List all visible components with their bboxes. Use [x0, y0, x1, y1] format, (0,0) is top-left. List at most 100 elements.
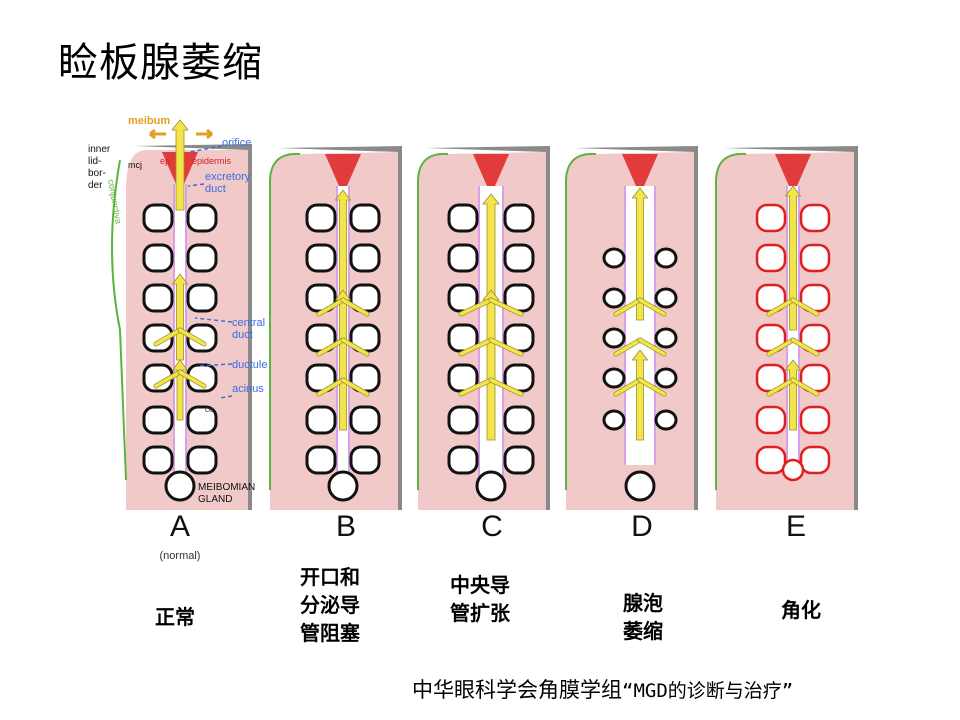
- ductule-arrow: [178, 370, 206, 388]
- gland-panel-a: [111, 119, 252, 510]
- ductule-arrow: [489, 298, 523, 316]
- ductule-arrow: [459, 298, 493, 316]
- acinus: [654, 327, 678, 349]
- acinus: [503, 243, 535, 273]
- acinus: [447, 203, 479, 233]
- meibum-right-arrow: [196, 128, 213, 140]
- acinus: [142, 203, 174, 233]
- panel-caption-d: 腺泡萎缩: [623, 591, 663, 643]
- acinus: [186, 283, 218, 313]
- ductule-arrow: [317, 298, 345, 316]
- orifice: [325, 154, 361, 186]
- acinus: [142, 323, 174, 353]
- label-meibomian-gland: MEIBOMIAN: [198, 482, 255, 493]
- acinus: [602, 409, 626, 431]
- ductule-arrow: [791, 298, 819, 316]
- ductule-arrow: [178, 328, 206, 346]
- acinus: [799, 243, 831, 273]
- ductule-arrow: [638, 378, 666, 396]
- ductule-arrow: [767, 338, 795, 356]
- conjunctiva-line: [111, 159, 127, 481]
- terminal-acinus: [781, 458, 805, 482]
- ductule-arrow: [341, 298, 369, 316]
- acinus: [602, 367, 626, 389]
- label-inner-lid-border: inner: [88, 144, 111, 155]
- acinus: [186, 323, 218, 353]
- page-title: 睑板腺萎缩: [58, 40, 263, 86]
- panel-letter-c: C: [481, 510, 503, 543]
- ductule-arrow: [638, 298, 666, 316]
- label-inner-lid-border: lid-: [88, 156, 101, 167]
- acinus: [654, 409, 678, 431]
- acinus: [186, 405, 218, 435]
- acinus: [755, 405, 787, 435]
- label-ce: ce: [205, 405, 214, 414]
- acinus: [349, 243, 381, 273]
- panel-letter-e: E: [785, 510, 806, 543]
- ductule-arrow: [767, 298, 795, 316]
- callout-line: [189, 145, 223, 153]
- acinus: [799, 203, 831, 233]
- label-central-duct: central: [232, 317, 265, 329]
- terminal-acinus: [624, 470, 656, 502]
- orifice: [622, 154, 658, 186]
- label-meibomian-gland: GLAND: [198, 494, 232, 505]
- acinus: [142, 243, 174, 273]
- acinus: [186, 445, 218, 475]
- acinus: [503, 203, 535, 233]
- acinus: [447, 243, 479, 273]
- panel-letter-d: D: [631, 510, 653, 543]
- gland-panel-b: [269, 146, 402, 510]
- ductule-arrow: [791, 338, 819, 356]
- ductule-arrow: [341, 378, 369, 396]
- ductule-arrow: [489, 378, 523, 396]
- flow-arrow: [631, 349, 649, 441]
- acinus: [305, 203, 337, 233]
- source-quote: “MGD的诊断与治疗”: [622, 680, 794, 702]
- ductule-arrow: [317, 338, 345, 356]
- ductule-arrow: [614, 378, 642, 396]
- acinus: [447, 405, 479, 435]
- acinus: [799, 405, 831, 435]
- callout-line: [219, 395, 233, 399]
- acinus: [602, 327, 626, 349]
- ductule-arrow: [154, 370, 182, 388]
- acinus: [447, 445, 479, 475]
- meibum-left-arrow: [149, 128, 166, 140]
- acinus: [755, 203, 787, 233]
- panel-caption-a: 正常: [155, 605, 195, 629]
- flow-arrow: [784, 185, 802, 331]
- source-prefix: 中华眼科学会角膜学组: [412, 678, 622, 702]
- conjunctiva-line: [715, 152, 747, 490]
- label-mcj: mcj: [128, 160, 142, 170]
- source-citation: 中华眼科学会角膜学组“MGD的诊断与治疗”: [412, 674, 793, 704]
- terminal-acinus: [475, 470, 507, 502]
- ductule-arrow: [614, 298, 642, 316]
- callout-line: [197, 363, 233, 367]
- flow-arrow: [171, 119, 189, 211]
- acinus: [654, 247, 678, 269]
- acinus: [654, 367, 678, 389]
- gland-panel-d: [565, 146, 698, 510]
- acinus: [755, 243, 787, 273]
- label-conjunctiva: conjunctiva: [106, 179, 124, 225]
- label-meibum: meibum: [128, 115, 170, 127]
- panel-caption-c: 中央导管扩张: [450, 573, 510, 625]
- flow-arrow: [334, 189, 352, 301]
- panel-caption-e: 角化: [781, 598, 821, 622]
- conjunctiva-line: [269, 152, 301, 490]
- acinus: [305, 243, 337, 273]
- acinus: [349, 203, 381, 233]
- terminal-acinus: [164, 470, 196, 502]
- acinus: [349, 405, 381, 435]
- label-epidermis: epidermis: [192, 156, 232, 166]
- panel-letter-a: A: [169, 510, 190, 543]
- label-inner-lid-border: der: [88, 180, 103, 191]
- orifice: [473, 154, 509, 186]
- label-inner-lid-border: bor-: [88, 168, 106, 179]
- conjunctiva-line: [417, 152, 449, 490]
- acinus: [503, 405, 535, 435]
- ductule-arrow: [459, 378, 493, 396]
- acinus: [305, 445, 337, 475]
- conjunctiva-line: [565, 152, 597, 490]
